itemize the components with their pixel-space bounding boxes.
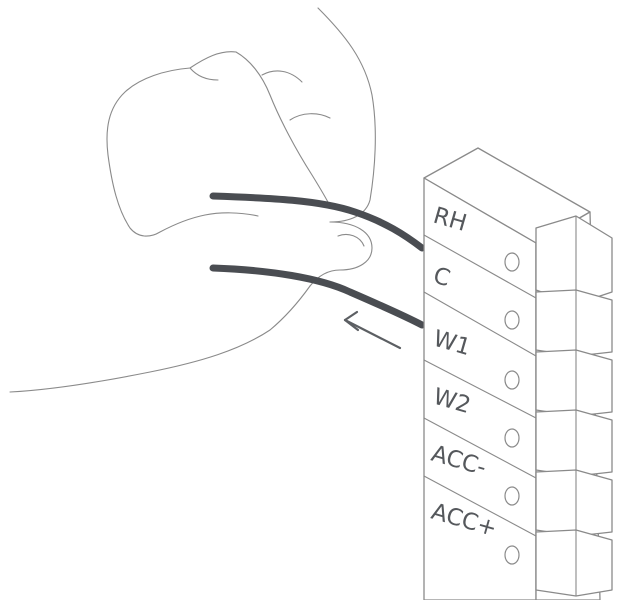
screw-hole-c bbox=[504, 310, 520, 330]
screw-hole-rh bbox=[504, 252, 520, 272]
terminal-label-c: C bbox=[430, 263, 453, 292]
hand-outline-fingers bbox=[106, 51, 237, 237]
pull-direction-arrow bbox=[343, 310, 402, 350]
hand-outline-upper bbox=[317, 7, 376, 223]
release-tabs bbox=[535, 215, 613, 597]
finger-crease-3 bbox=[261, 70, 303, 83]
screw-hole-acc-minus bbox=[504, 486, 520, 506]
terminal-block: RH C W1 W2 ACC- ACC+ bbox=[423, 147, 613, 600]
wire-w1 bbox=[209, 264, 426, 329]
wires bbox=[209, 192, 426, 329]
thumb-outline bbox=[309, 221, 373, 287]
thumb-nail bbox=[337, 233, 365, 247]
wire-rh bbox=[209, 192, 426, 252]
finger-crease-4 bbox=[289, 113, 331, 121]
screw-hole-w2 bbox=[504, 428, 520, 448]
finger-crease-2 bbox=[235, 51, 331, 207]
screw-hole-w1 bbox=[504, 370, 520, 390]
palm-crease bbox=[204, 212, 259, 217]
hand-illustration bbox=[9, 7, 376, 393]
screw-hole-acc-plus bbox=[504, 545, 520, 565]
finger-crease-1 bbox=[189, 67, 219, 81]
wrist-outline bbox=[9, 285, 311, 393]
